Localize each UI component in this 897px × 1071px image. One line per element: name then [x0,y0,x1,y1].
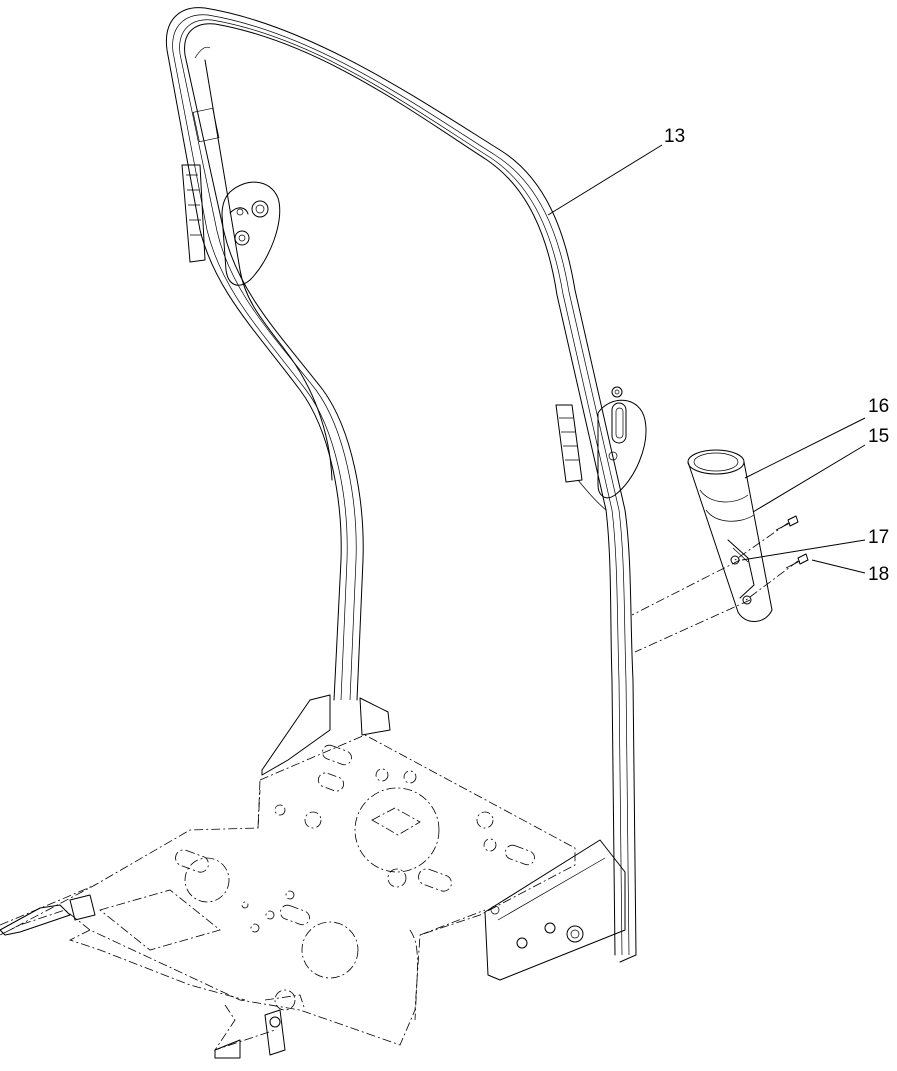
seat-platform [0,734,576,1059]
callout-13: 13 [547,126,685,216]
cup-holder [631,449,809,653]
callout-18-label: 18 [868,564,889,585]
callout-16: 16 [744,396,889,479]
callout-16-label: 16 [868,396,889,417]
roll-bar [165,7,647,981]
callout-17: 17 [741,527,889,561]
callout-15-label: 15 [868,426,889,447]
callout-15: 15 [752,426,889,513]
callout-17-label: 17 [868,527,889,548]
callout-13-label: 13 [664,126,685,147]
callout-18: 18 [811,559,889,585]
